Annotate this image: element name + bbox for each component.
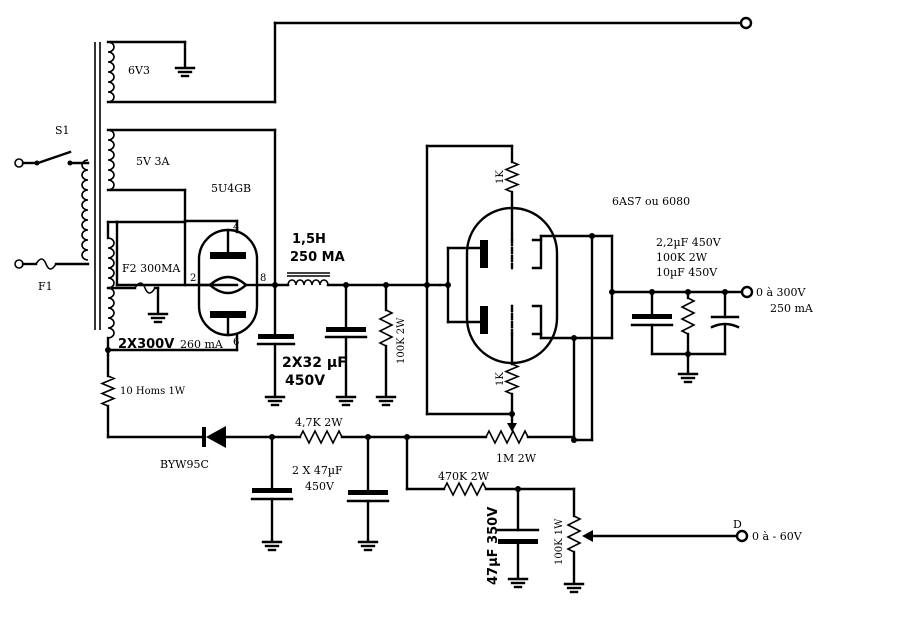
resistor-1k-top-label: 1K xyxy=(495,170,506,184)
pot-1m-icon[interactable] xyxy=(485,429,529,445)
resistor-1k-bottom-label: 1K xyxy=(495,372,506,386)
bias-caps-voltage-label: 450V xyxy=(305,480,335,493)
pin-6-label: 6 xyxy=(233,337,239,348)
hv-output-range-label: 0 à 300V xyxy=(756,286,807,299)
rectifier-tube xyxy=(197,228,259,337)
hv-current-label: 260 mA xyxy=(180,338,224,351)
resistor-10ohm-label: 10 Homs 1W xyxy=(120,386,186,397)
ground-icon xyxy=(677,372,699,384)
resistor-4k7-icon xyxy=(299,429,343,445)
primary-circuit xyxy=(14,150,90,270)
ground-icon xyxy=(357,540,379,552)
output-resistor-label: 100K 2W xyxy=(656,251,708,264)
heater-winding-label: 6V3 xyxy=(128,64,150,77)
resistor-10ohm-icon xyxy=(99,375,117,407)
pin-2-label: 2 xyxy=(190,273,196,284)
pin-4-label: 4 xyxy=(233,222,239,233)
ground-icon xyxy=(174,66,196,78)
output-filter xyxy=(630,285,754,384)
choke-inductance-label: 1,5H xyxy=(292,232,326,247)
output-cap-1-label: 2,2µF 450V xyxy=(656,236,722,249)
pot-100k-icon[interactable] xyxy=(566,515,582,553)
filter-caps-label: 2X32 µF xyxy=(282,355,347,371)
filter-section xyxy=(255,272,442,407)
hv-winding-wiring xyxy=(105,220,239,357)
bleeder-label: 100K 2W xyxy=(396,317,407,364)
heater-winding-wiring xyxy=(106,16,753,104)
hv-output-terminal[interactable] xyxy=(740,285,754,299)
bias-supply xyxy=(99,353,749,594)
bias-output-terminal[interactable] xyxy=(735,529,749,543)
switch-label: S1 xyxy=(55,124,70,137)
cap-47uf-label: 47µF 350V xyxy=(486,507,501,585)
ground-icon xyxy=(335,395,357,407)
bias-output-range-label: 0 à - 60V xyxy=(752,530,803,543)
bias-output-d-label: D xyxy=(733,518,742,531)
choke-current-label: 250 MA xyxy=(290,250,345,265)
filament-winding-wiring xyxy=(106,128,277,287)
ground-icon xyxy=(264,395,286,407)
filament-winding-label: 5V 3A xyxy=(136,155,170,168)
diode-label: BYW95C xyxy=(160,458,209,471)
resistor-4k7-label: 4,7K 2W xyxy=(295,416,343,429)
ground-icon xyxy=(375,395,397,407)
ground-icon xyxy=(563,582,585,594)
fuse-label: F1 xyxy=(38,280,53,293)
ground-icon xyxy=(507,577,529,589)
regulator-wiring xyxy=(424,144,742,442)
rectifier-tube-label: 5U4GB xyxy=(211,182,251,195)
ground-icon xyxy=(147,312,169,324)
output-bleeder-icon xyxy=(680,297,696,335)
hv-output-current-label: 250 mA xyxy=(770,302,814,315)
choke-icon xyxy=(287,272,330,286)
bias-caps-label: 2 X 47µF xyxy=(292,464,343,477)
bleeder-resistor-icon xyxy=(378,309,394,347)
pot-100k-label: 100K 1W xyxy=(554,518,565,565)
regulator-tube-label: 6AS7 ou 6080 xyxy=(612,195,690,208)
hv-winding-label: 2X300V xyxy=(118,337,174,352)
filter-caps-voltage-label: 450V xyxy=(285,373,325,389)
resistor-1k-top-icon xyxy=(503,161,521,193)
pin-8-label: 8 xyxy=(260,273,266,284)
pot-1m-label: 1M 2W xyxy=(496,452,537,465)
ground-icon xyxy=(261,540,283,552)
diode-icon xyxy=(202,426,226,448)
resistor-470k-label: 470K 2W xyxy=(438,470,490,483)
resistor-1k-bottom-icon xyxy=(503,363,521,395)
heater-output-terminal[interactable] xyxy=(739,16,753,30)
resistor-470k-icon xyxy=(443,481,487,497)
fuse-f2-label: F2 300MA xyxy=(122,262,181,275)
output-cap-2-label: 10µF 450V xyxy=(656,266,718,279)
